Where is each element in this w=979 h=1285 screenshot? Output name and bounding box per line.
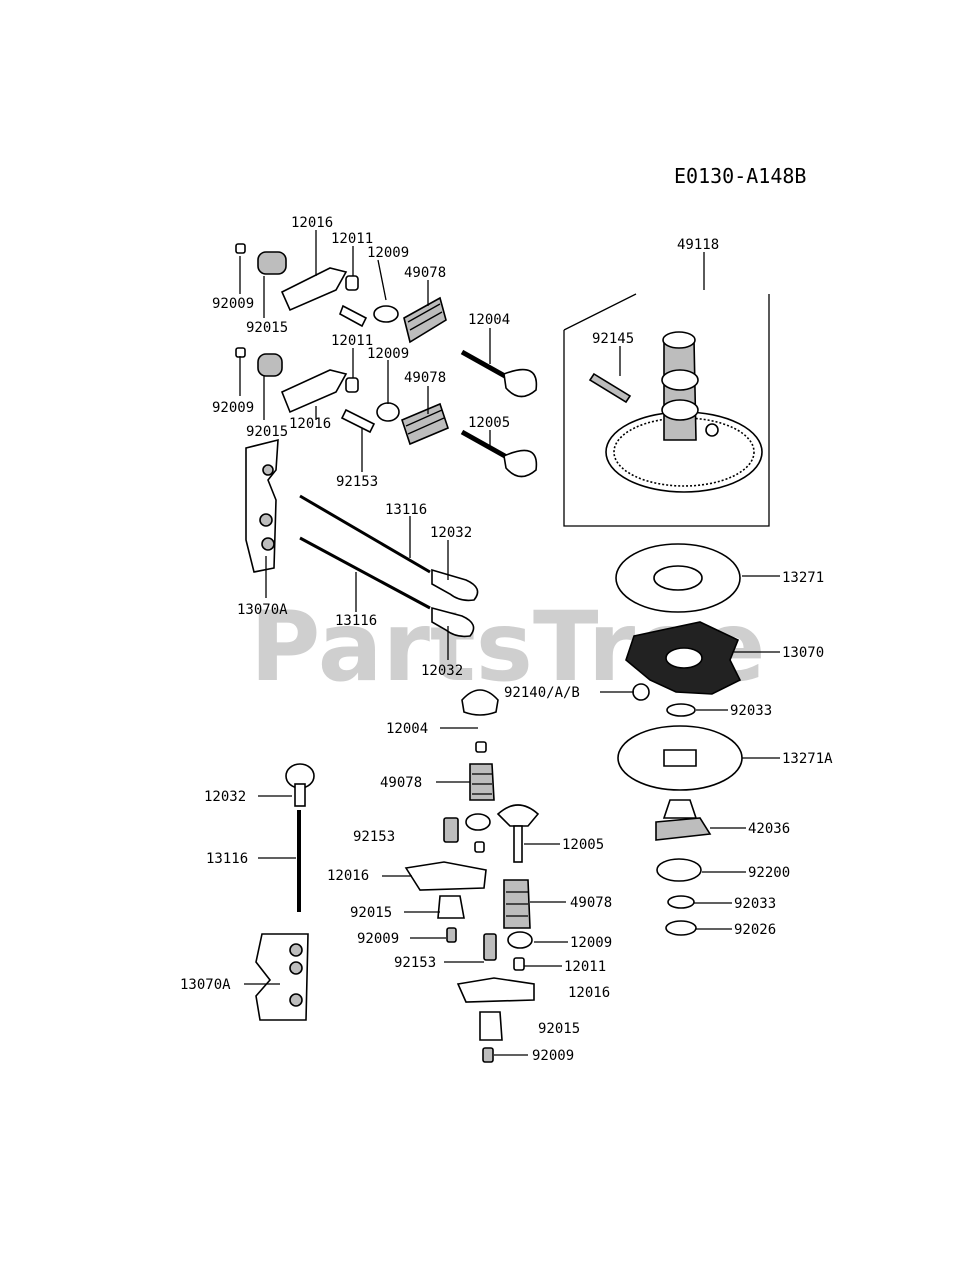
washer-92026 xyxy=(665,920,697,936)
label-92026: 92026 xyxy=(734,922,776,938)
label-49078: 49078 xyxy=(380,775,422,791)
label-92145: 92145 xyxy=(592,331,634,347)
label-92015: 92015 xyxy=(246,320,288,336)
label-92200: 92200 xyxy=(748,865,790,881)
lower-center-parts xyxy=(404,689,540,1063)
rocker-arm-upper xyxy=(235,243,447,344)
label-12011: 12011 xyxy=(331,231,373,247)
label-13116: 13116 xyxy=(335,613,377,629)
label-13070a: 13070A xyxy=(237,602,288,618)
rocker-arm-lower xyxy=(235,347,449,446)
label-49078: 49078 xyxy=(404,265,446,281)
label-42036: 42036 xyxy=(748,821,790,837)
label-12032: 12032 xyxy=(204,789,246,805)
label-92153: 92153 xyxy=(394,955,436,971)
label-12009: 12009 xyxy=(367,245,409,261)
clip-92033-upper xyxy=(666,703,696,717)
label-12004: 12004 xyxy=(386,721,428,737)
clip-92033-lower xyxy=(667,895,695,909)
label-12011: 12011 xyxy=(564,959,606,975)
label-13116: 13116 xyxy=(385,502,427,518)
label-92009: 92009 xyxy=(357,931,399,947)
label-13116: 13116 xyxy=(206,851,248,867)
label-92153: 92153 xyxy=(353,829,395,845)
label-12009: 12009 xyxy=(367,346,409,362)
label-13271a: 13271A xyxy=(782,751,833,767)
label-13070a: 13070A xyxy=(180,977,231,993)
label-49078: 49078 xyxy=(404,370,446,386)
push-rods-upper xyxy=(299,494,479,638)
label-49118: 49118 xyxy=(677,237,719,253)
lower-left-parts xyxy=(255,763,315,1021)
label-12016: 12016 xyxy=(291,215,333,231)
leader-lines xyxy=(239,230,780,1056)
camshaft-group xyxy=(563,293,770,527)
valve-second xyxy=(460,429,538,478)
label-92015: 92015 xyxy=(246,424,288,440)
label-12005: 12005 xyxy=(468,415,510,431)
label-92140: 92140/A/B xyxy=(504,685,580,701)
label-12016: 12016 xyxy=(289,416,331,432)
label-12032: 12032 xyxy=(421,663,463,679)
label-92009: 92009 xyxy=(212,296,254,312)
washer-92200 xyxy=(656,858,702,882)
label-13271: 13271 xyxy=(782,570,824,586)
label-92015: 92015 xyxy=(350,905,392,921)
label-12016: 12016 xyxy=(327,868,369,884)
valve-upper xyxy=(460,349,538,398)
label-49078: 49078 xyxy=(570,895,612,911)
holder-42036 xyxy=(655,799,712,841)
label-12005: 12005 xyxy=(562,837,604,853)
label-12032: 12032 xyxy=(430,525,472,541)
label-92009: 92009 xyxy=(212,400,254,416)
label-12016: 12016 xyxy=(568,985,610,1001)
label-92015: 92015 xyxy=(538,1021,580,1037)
label-12004: 12004 xyxy=(468,312,510,328)
ball-92140 xyxy=(632,683,650,701)
label-13070: 13070 xyxy=(782,645,824,661)
label-12011: 12011 xyxy=(331,333,373,349)
label-92009: 92009 xyxy=(532,1048,574,1064)
diagram-code: E0130-A148B xyxy=(674,164,806,188)
label-92153: 92153 xyxy=(336,474,378,490)
part-labels: 12016 12011 12009 49078 92009 92015 1200… xyxy=(180,215,833,1064)
label-12009: 12009 xyxy=(570,935,612,951)
cup-13271a xyxy=(617,725,743,791)
plate-13070a-upper xyxy=(245,438,279,573)
label-92033: 92033 xyxy=(734,896,776,912)
label-92033: 92033 xyxy=(730,703,772,719)
shim-13271 xyxy=(615,543,741,613)
governor-13070 xyxy=(625,621,742,695)
